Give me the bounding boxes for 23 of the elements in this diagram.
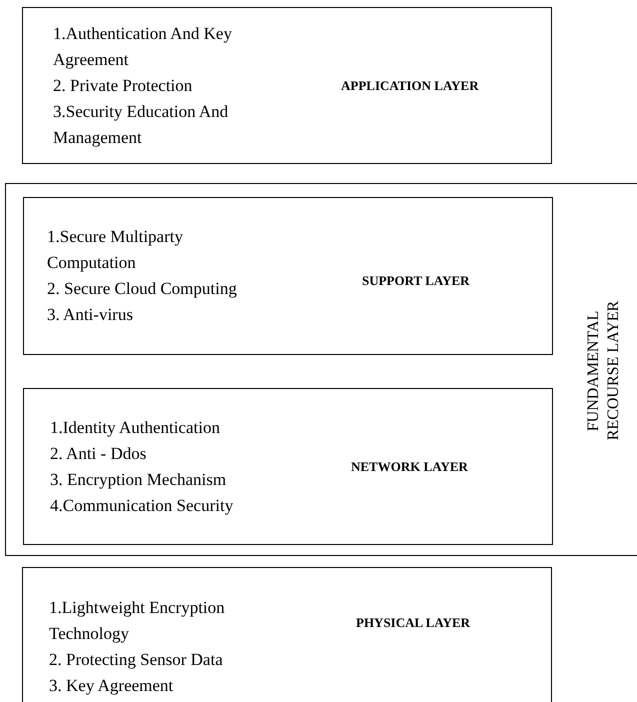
list-item: 4.Communication Security	[50, 494, 234, 517]
list-item: 3. Key Agreement	[49, 675, 174, 697]
list-item: 2. Anti - Ddos	[50, 442, 148, 464]
list-item: 3.Security Education And Management	[53, 100, 230, 149]
layer-box	[22, 7, 552, 164]
list-item: 2. Protecting Sensor Data	[49, 649, 224, 671]
list-item: 2. Secure Cloud Computing	[47, 278, 238, 300]
list-item: 1.Secure Multiparty Computation	[47, 226, 184, 274]
layer-box	[23, 388, 553, 545]
layer-box	[22, 567, 552, 702]
layer-title: FUNDAMENTAL RECOURSE LAYER	[584, 300, 623, 442]
list-item: 1.Identity Authentication	[50, 416, 221, 439]
list-item: 3. Anti-virus	[47, 304, 134, 326]
layer-box	[23, 197, 553, 355]
list-item: 3. Encryption Mechanism	[50, 468, 228, 491]
list-item: 1.Lightweight Encryption Technology	[49, 597, 226, 645]
layer-frame	[5, 183, 637, 556]
list-item: 1.Authentication And Key Agreement	[53, 22, 233, 71]
list-item: 2. Private Protection	[53, 74, 194, 96]
layer-title: SUPPORT LAYER	[362, 272, 470, 289]
layer-title: APPLICATION LAYER	[341, 78, 479, 94]
layer-title: NETWORK LAYER	[351, 458, 468, 474]
layer-title: PHYSICAL LAYER	[356, 615, 470, 632]
